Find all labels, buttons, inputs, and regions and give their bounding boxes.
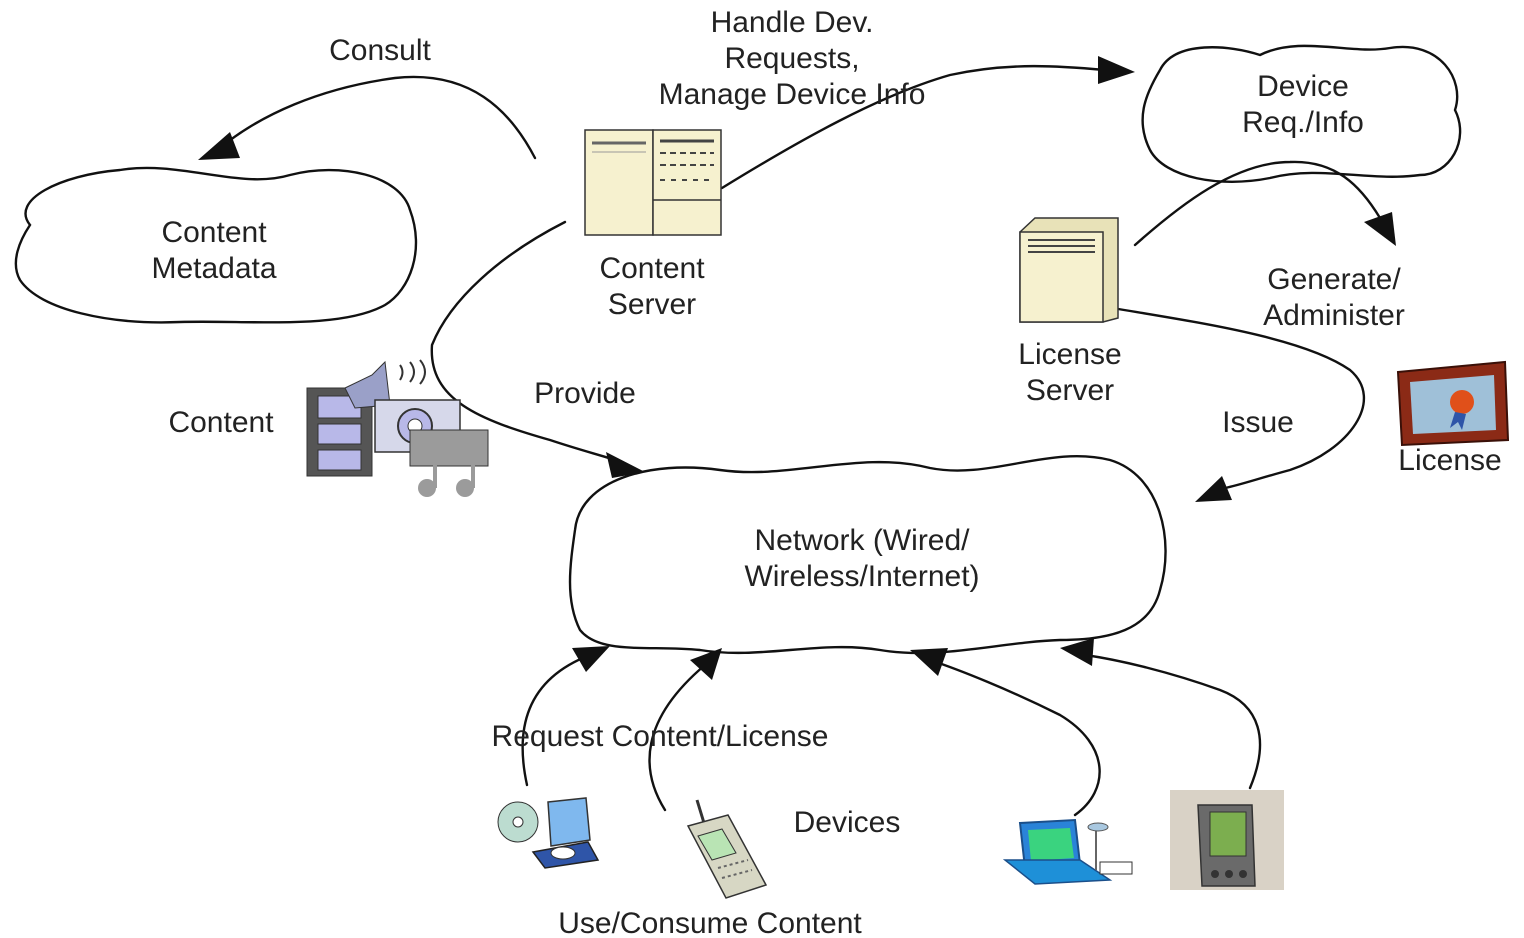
- handle-requests-label-line3: Manage Device Info: [659, 78, 926, 111]
- request-arrow-line-3: [928, 658, 1101, 817]
- content-metadata-label-line1: Content: [161, 216, 267, 249]
- license-server-icon: [1019, 217, 1119, 323]
- handle-arrowhead: [1098, 56, 1135, 84]
- laptop-icon: [1002, 818, 1133, 885]
- content-server-label-line2: Server: [608, 288, 696, 321]
- content-server-label-line1: Content: [599, 252, 705, 285]
- device-request-cloud: [1141, 44, 1462, 183]
- network-cloud: [568, 455, 1167, 655]
- mobile-phone-icon: [686, 799, 768, 899]
- pda-icon: [1170, 790, 1284, 890]
- request-arrow-line-1: [521, 653, 592, 787]
- request-arrowhead-1: [572, 646, 610, 672]
- license-label: License: [1398, 444, 1501, 477]
- media-content-icon: [306, 359, 489, 497]
- issue-label: Issue: [1222, 406, 1294, 439]
- use-consume-content-label: Use/Consume Content: [558, 907, 862, 938]
- request-arrowhead-2: [690, 648, 722, 680]
- request-arrow-line-2: [648, 663, 707, 812]
- consult-label: Consult: [329, 34, 431, 67]
- generate-label-line1: Generate/: [1267, 263, 1401, 296]
- device-request-label-line1: Device: [1257, 70, 1349, 103]
- cd-player-icon: [497, 797, 600, 869]
- provide-arrowhead: [606, 452, 645, 478]
- issue-arrowhead: [1195, 476, 1232, 502]
- license-server-label-line1: License: [1018, 338, 1121, 371]
- generate-arrowhead: [1364, 212, 1396, 246]
- consult-arrow-line: [218, 75, 537, 160]
- provide-label: Provide: [534, 377, 636, 410]
- request-arrow-line-4: [1083, 653, 1262, 790]
- request-arrowhead-4: [1060, 638, 1094, 666]
- device-request-label-line2: Req./Info: [1242, 106, 1364, 139]
- request-content-license-label: Request Content/License: [492, 720, 829, 753]
- network-label-line2: Wireless/Internet): [744, 560, 979, 593]
- license-server-label-line2: Server: [1026, 374, 1114, 407]
- content-server-icon: [584, 129, 722, 236]
- network-label-line1: Network (Wired/: [754, 524, 970, 557]
- content-metadata-cloud: [14, 166, 418, 324]
- license-certificate-icon: [1396, 360, 1510, 447]
- content-metadata-label-line2: Metadata: [151, 252, 276, 285]
- handle-requests-label-line2: Requests,: [724, 42, 859, 75]
- content-label: Content: [168, 406, 274, 439]
- consult-arrowhead: [198, 132, 240, 160]
- issue-arrow-line: [1093, 303, 1366, 490]
- provide-arrow-line: [430, 220, 617, 462]
- handle-requests-label-line1: Handle Dev.: [711, 6, 874, 39]
- generate-label-line2: Administer: [1263, 299, 1405, 332]
- handle-arrow-line: [720, 64, 1107, 190]
- devices-label: Devices: [794, 806, 901, 839]
- request-arrowhead-3: [910, 648, 948, 676]
- generate-arrow-line: [1133, 160, 1382, 247]
